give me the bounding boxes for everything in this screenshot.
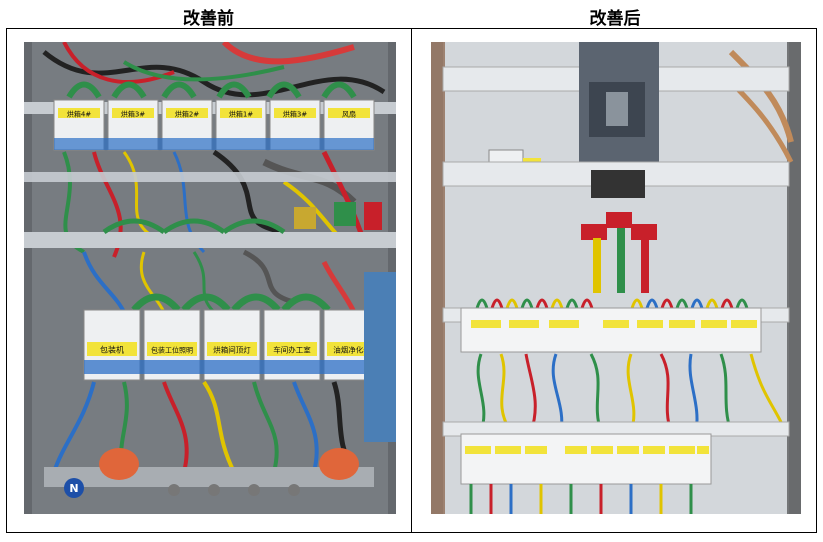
- neutral-bar-mark: N: [69, 482, 78, 495]
- photo-after: [431, 42, 801, 514]
- before-bottom-label-2: 包装工位照明: [151, 346, 193, 355]
- photo-before: 烘箱4# 烘箱3# 烘箱2# 烘箱1# 烘箱3# 风扇: [24, 42, 396, 514]
- before-top-label-2: 烘箱3#: [121, 110, 145, 119]
- before-top-label-6: 风扇: [342, 110, 356, 119]
- before-panel-drawing: 烘箱4# 烘箱3# 烘箱2# 烘箱1# 烘箱3# 风扇: [24, 42, 396, 514]
- before-top-label-1: 烘箱4#: [67, 110, 91, 119]
- before-bottom-label-4: 车间办工室: [273, 345, 311, 355]
- neutral-bar-badge: [64, 478, 84, 498]
- before-top-label-3: 烘箱2#: [175, 110, 199, 119]
- before-top-label-4: 烘箱1#: [229, 110, 253, 119]
- before-bottom-label-3: 烘箱间顶灯: [213, 345, 251, 355]
- heading-before: 改善前: [183, 9, 234, 29]
- before-top-label-5: 烘箱3#: [283, 110, 307, 119]
- before-bottom-label-5: 油烟净化器: [333, 345, 371, 355]
- frame-divider: [411, 28, 412, 533]
- after-panel-drawing: [431, 42, 801, 514]
- before-bottom-label-1: 包装机: [100, 345, 124, 355]
- heading-after: 改善后: [589, 9, 641, 29]
